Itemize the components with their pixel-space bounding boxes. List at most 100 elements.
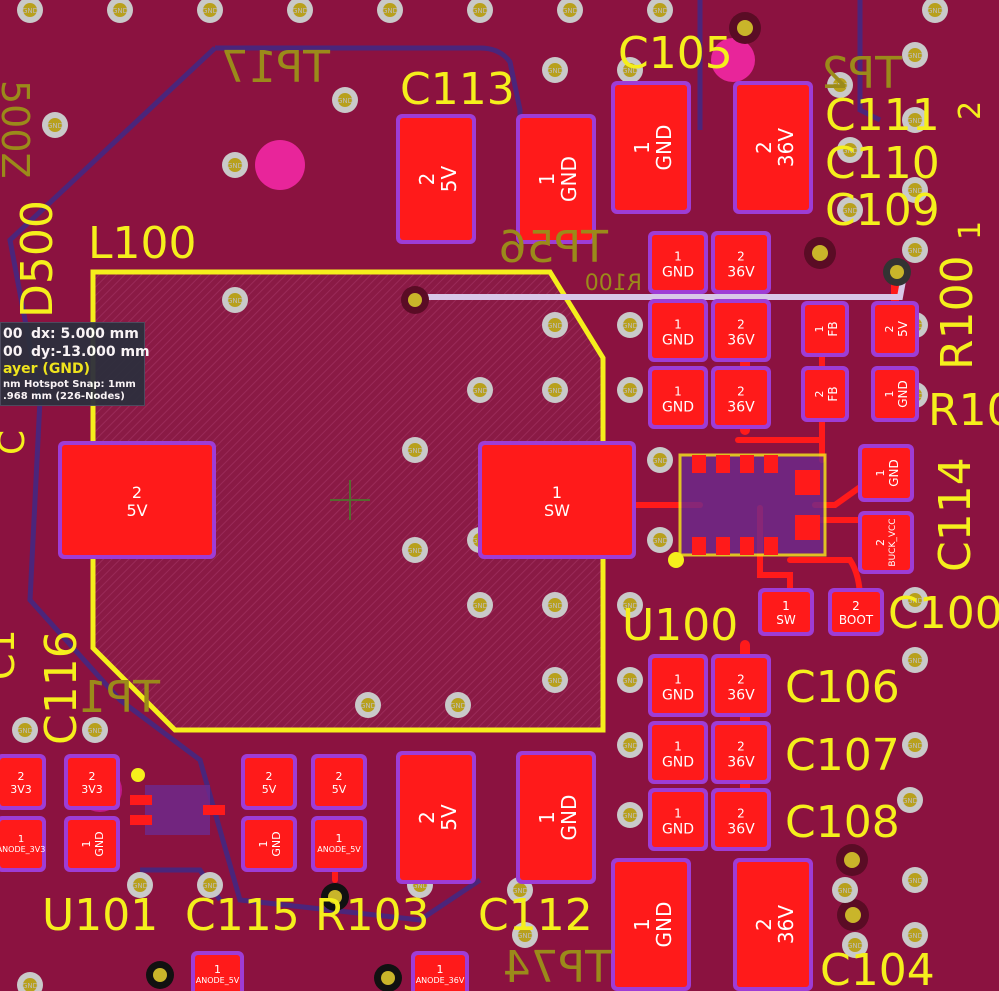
ic-u101[interactable] [130,768,225,835]
svg-text:5V: 5V [332,783,347,796]
ghost-tp1: TP1 [79,672,161,723]
pad-l100-5v[interactable]: 25V [58,441,216,559]
via: GND [197,0,223,23]
svg-text:36V: 36V [727,333,755,349]
via: GND [107,0,133,23]
testpoint-pad[interactable] [711,38,755,82]
svg-text:GND: GND [927,7,943,15]
svg-text:GND: GND [662,400,694,416]
svg-text:GND: GND [622,602,638,610]
via: GND [617,57,643,83]
info-line1-a: 00 [3,326,23,342]
pad-c112-5v[interactable]: 25V [396,751,476,884]
pad-c113-5v[interactable]: 25V [396,114,476,244]
svg-text:2: 2 [737,250,745,264]
svg-text:GND: GND [382,7,398,15]
svg-text:GND: GND [907,117,923,125]
pad-l100-sw[interactable]: 1SW [478,441,636,559]
via: GND [617,667,643,693]
svg-text:2: 2 [752,141,776,154]
svg-text:GND: GND [93,831,106,856]
svg-text:GND: GND [907,187,923,195]
svg-text:1: 1 [18,834,24,845]
svg-text:5V: 5V [437,804,461,831]
via: GND [542,377,568,403]
via: GND [42,112,68,138]
ic-u100[interactable] [668,453,827,568]
label-r10: R10 [928,385,999,436]
via: GND [127,872,153,898]
via: GND [842,932,868,958]
dark-vias [146,12,911,991]
svg-text:2: 2 [132,483,142,502]
via: GND [827,72,853,98]
pad-c115-5v[interactable]: 25V [241,754,297,810]
info-dy: dy:-13.000 mm [31,344,150,360]
label-edge-2: 2 [953,101,988,120]
svg-text:1: 1 [257,841,270,848]
label-d500: D500 [12,200,63,318]
svg-text:GND: GND [270,831,283,856]
ghost-r100: R100 [585,271,642,296]
svg-text:36V: 36V [727,755,755,771]
svg-text:GND: GND [547,67,563,75]
svg-text:36V: 36V [774,905,798,944]
label-edge-1: 1 [953,221,988,240]
svg-text:GND: GND [512,887,528,895]
via: GND [902,587,928,613]
via: GND [647,527,673,553]
via: GND [222,152,248,178]
testpoint-pad[interactable] [255,140,305,190]
svg-text:GND: GND [547,677,563,685]
pad-c100-sw[interactable]: 1SW [758,588,814,636]
svg-text:1: 1 [80,841,93,848]
svg-text:2: 2 [336,770,343,783]
svg-text:2: 2 [737,740,745,754]
via: GND [512,922,538,948]
svg-text:GND: GND [22,982,38,990]
label-c112: C112 [478,890,593,941]
svg-text:BOOT: BOOT [839,613,874,627]
via: GND [897,787,923,813]
svg-text:SW: SW [544,501,570,520]
svg-text:GND: GND [557,156,581,202]
label-c106: C106 [785,662,900,713]
label-r100: R100 [932,255,983,370]
pad-r103-5v[interactable]: 25V [311,754,367,810]
svg-text:ANODE_5V: ANODE_5V [317,845,361,854]
